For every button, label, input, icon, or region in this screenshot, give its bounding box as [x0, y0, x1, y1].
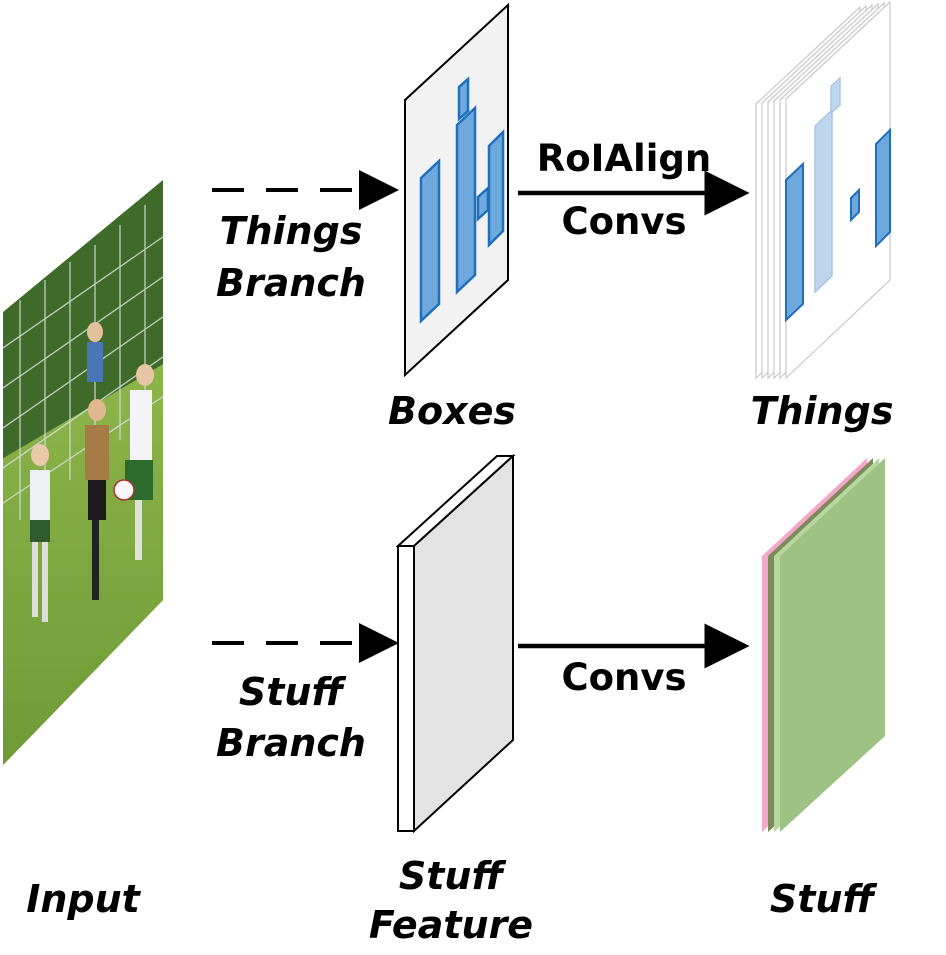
input-label: Input: [26, 877, 140, 921]
player-figures: [30, 322, 154, 622]
stuff-branch-label-line1: Stuff: [238, 670, 344, 714]
box-5: [487, 128, 505, 249]
box-3: [457, 76, 470, 122]
box-2: [455, 105, 477, 295]
input-image: [3, 180, 163, 765]
roialign-label: RoIAlign: [536, 137, 712, 180]
things-stack: [755, 0, 891, 380]
stuff-feature-label-line1: Stuff: [398, 854, 504, 898]
stuff-label: Stuff: [769, 877, 875, 921]
things-label: Things: [750, 389, 894, 433]
stuff-feature-block: [395, 453, 516, 834]
stuff-convs-label: Convs: [561, 656, 687, 699]
things-branch-label-line1: Things: [219, 209, 363, 253]
boxes-label: Boxes: [388, 389, 516, 433]
stuff-stack: [762, 458, 885, 832]
boxes-plane: [404, 2, 509, 378]
box-1: [419, 158, 441, 324]
things-convs-label: Convs: [561, 200, 687, 243]
things-branch-label-line2: Branch: [216, 261, 366, 305]
stuff-branch-label-line2: Branch: [216, 721, 366, 765]
stuff-feature-label-line2: Feature: [368, 903, 534, 947]
